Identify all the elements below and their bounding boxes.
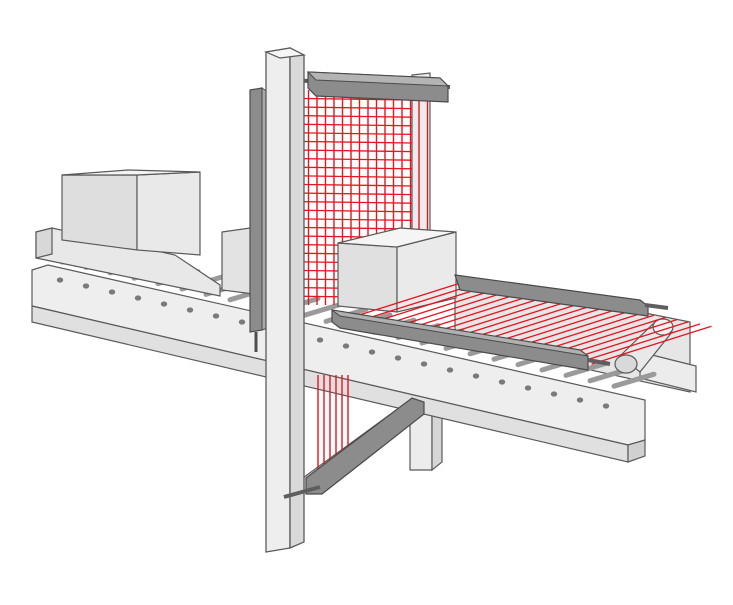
bolt-hole [576,397,584,403]
sensor-bar-near [331,309,611,371]
bolt-hole [394,355,402,361]
bolt-hole [186,307,194,313]
floor-beam [430,294,551,335]
floor-beam [476,303,597,343]
bolt-hole [602,403,610,409]
package-box-left [61,169,201,256]
package-box-scanned [337,227,457,313]
bolt-hole [212,313,220,319]
rail-bolt-holes [56,277,610,409]
light-curtain-lower-beams [317,375,349,478]
sensor-bar-far [454,274,669,317]
floor-beam [441,296,563,337]
bolt-hole [108,289,116,295]
bolt-hole [446,367,454,373]
floor-beam [591,325,712,365]
bolt-hole [472,373,480,379]
roller [299,301,345,319]
floor-beam [407,290,528,330]
bolt-hole [342,343,350,349]
bolt-hole [56,277,64,283]
floor-beam [418,292,540,332]
bolt-hole [498,379,506,385]
front-vertical-pole [263,46,307,553]
floor-beam [464,301,586,341]
bolt-hole [82,283,90,289]
floor-beam [568,321,689,361]
bolt-hole [134,295,142,301]
bolt-hole [316,337,324,343]
emitter-bar-bottom [283,397,425,499]
bolt-hole [550,391,558,397]
bolt-hole [238,319,246,325]
floor-beam [349,279,471,319]
roller [611,371,657,389]
bolt-hole [160,301,168,307]
bolt-hole [524,385,532,391]
floor-beam [579,323,701,363]
emitter-bar-top [285,71,451,103]
bolt-hole [368,349,376,355]
receiver-bar-left [249,87,269,352]
left-guide-wall [35,227,221,297]
floor-beam [453,299,574,339]
bolt-hole [420,361,428,367]
